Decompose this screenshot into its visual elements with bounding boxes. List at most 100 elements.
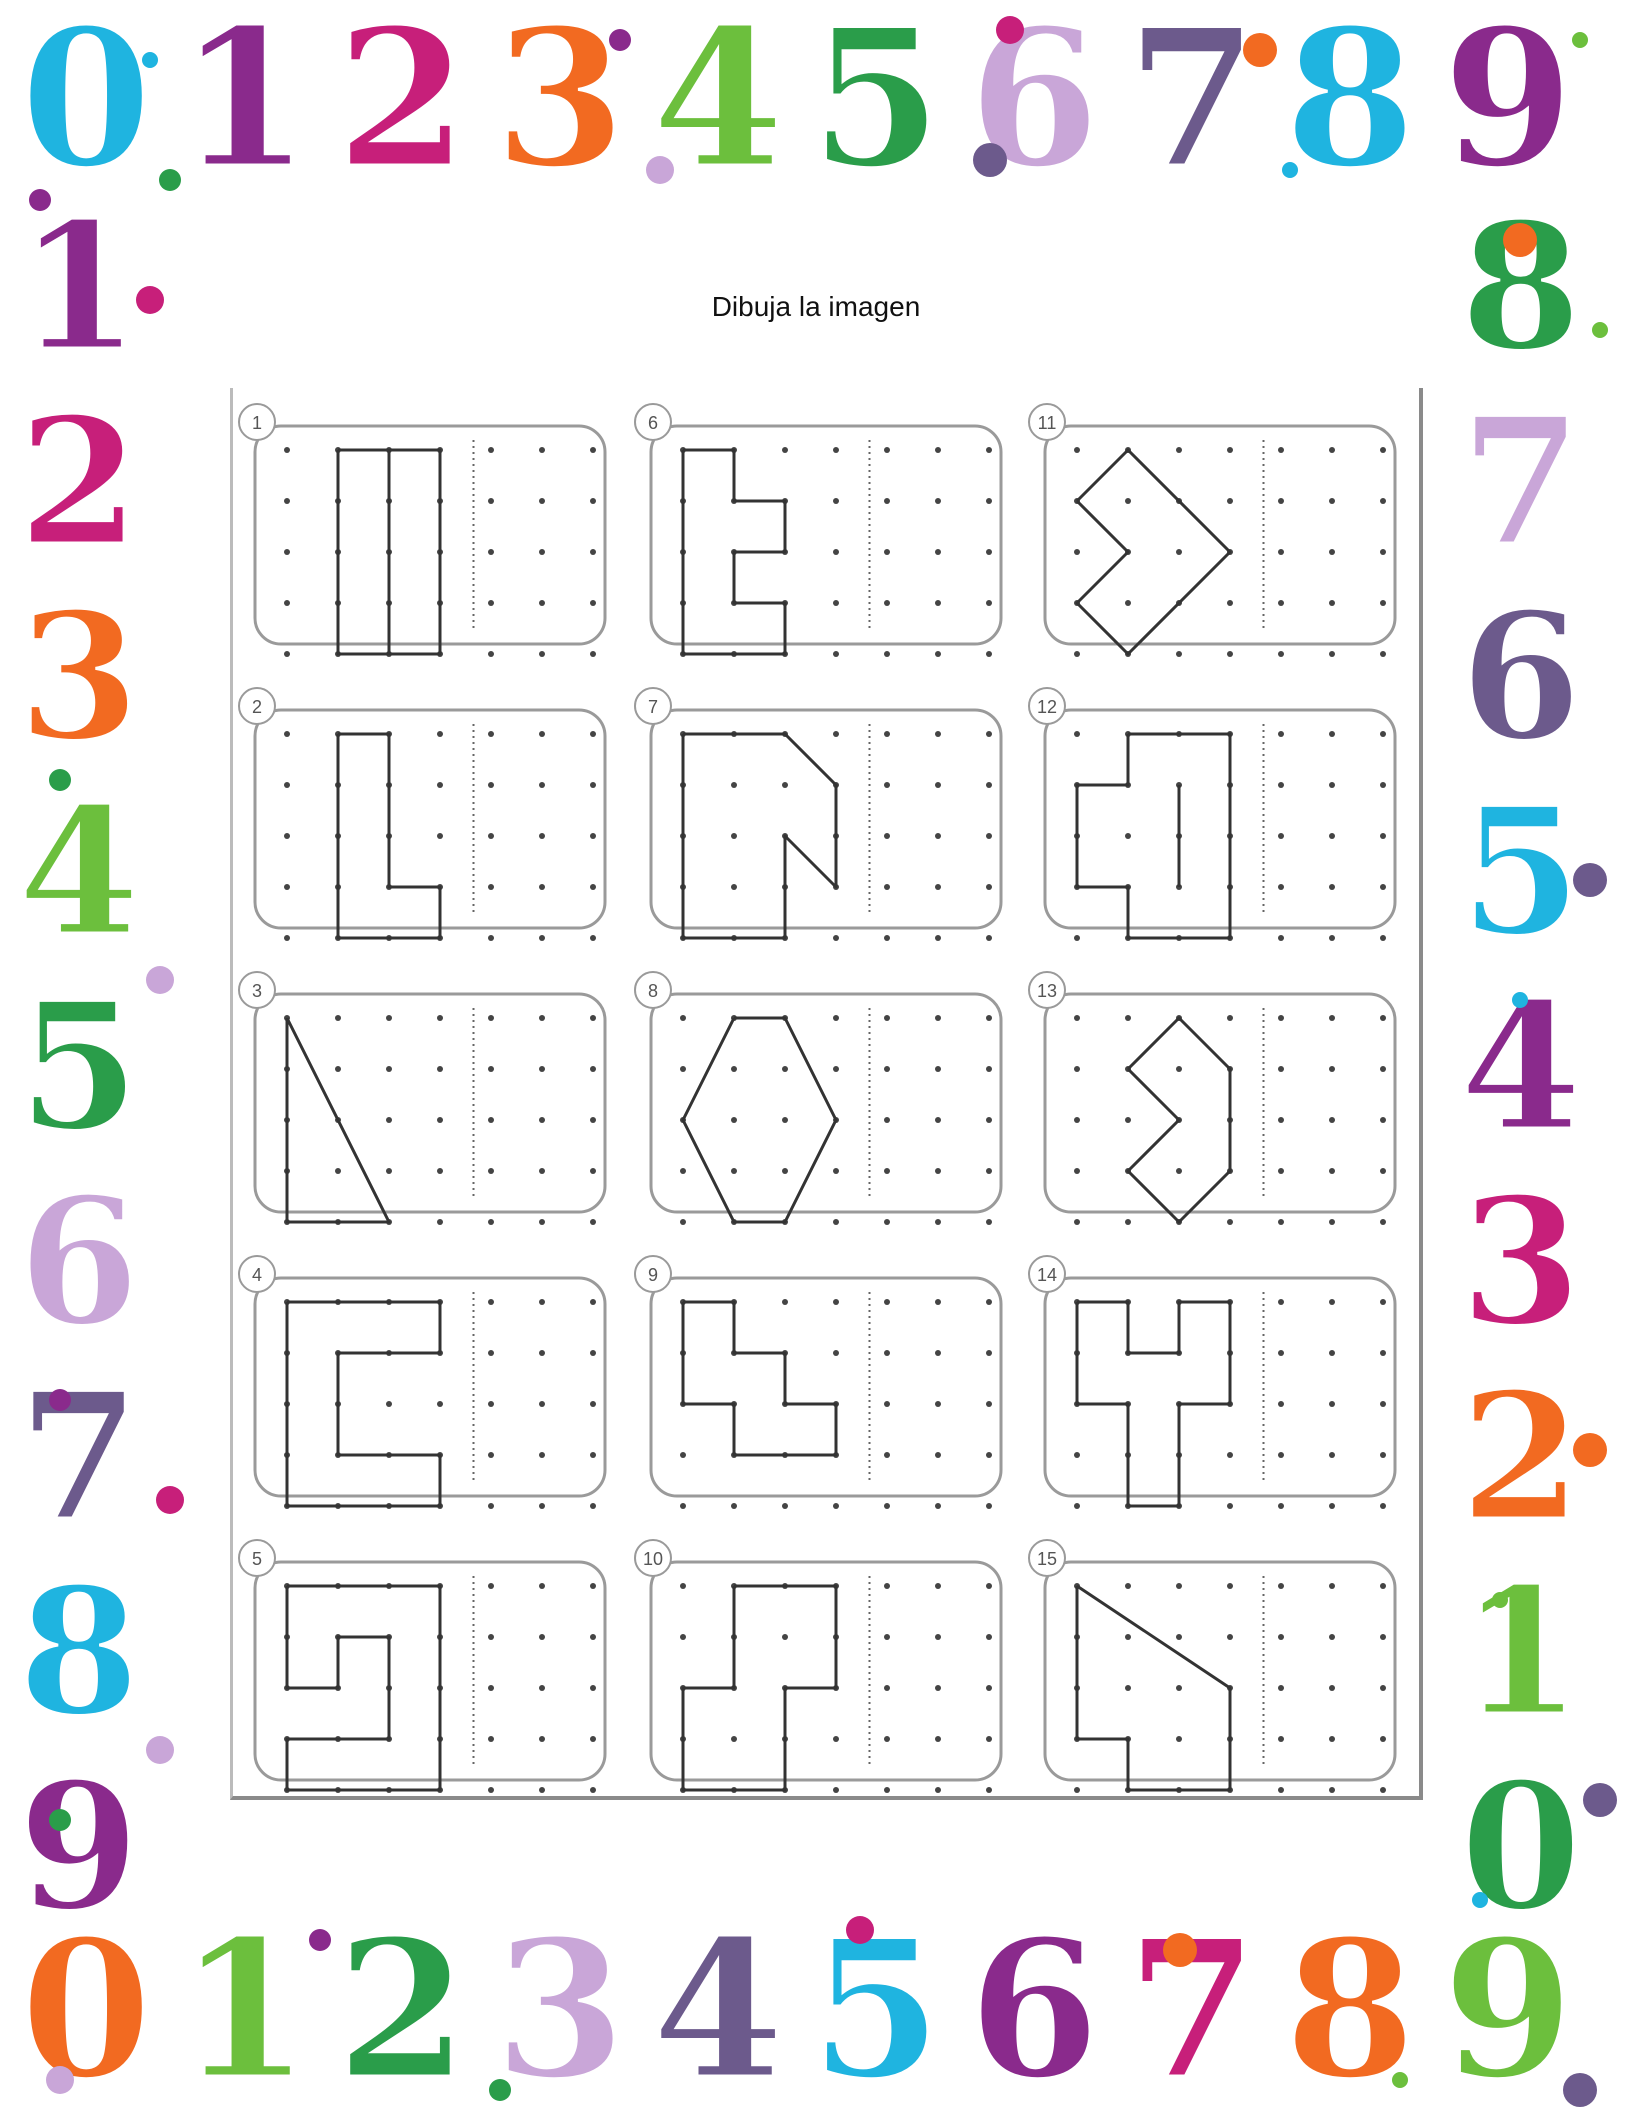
grid-dot — [1227, 1015, 1233, 1021]
grid-dot — [1227, 498, 1233, 504]
grid-dot — [1329, 1299, 1335, 1305]
grid-dot — [1074, 731, 1080, 737]
grid-dot — [986, 1015, 992, 1021]
border-digit-right-2: 2 — [1460, 1370, 1582, 1545]
grid-dot — [1125, 1685, 1131, 1691]
grid-dot — [488, 1219, 494, 1225]
grid-dot — [884, 1168, 890, 1174]
grid-dot — [539, 1503, 545, 1509]
grid-dot — [539, 1066, 545, 1072]
grid-dot — [539, 1350, 545, 1356]
grid-dot — [1074, 1168, 1080, 1174]
grid-dot — [935, 1685, 941, 1691]
grid-dot — [488, 782, 494, 788]
grid-dot — [1074, 1452, 1080, 1458]
grid-dot — [1125, 833, 1131, 839]
grid-dot — [284, 600, 290, 606]
grid-dot — [935, 1117, 941, 1123]
grid-dot — [884, 651, 890, 657]
grid-dot — [1380, 1634, 1386, 1640]
grid-dot — [539, 833, 545, 839]
grid-dot — [590, 1299, 596, 1305]
grid-dot — [731, 1066, 737, 1072]
grid-dot — [1329, 498, 1335, 504]
grid-dot — [386, 1401, 392, 1407]
grid-dot — [1125, 600, 1131, 606]
page-title: Dibuja la imagen — [0, 291, 1632, 323]
grid-dot — [1329, 1168, 1335, 1174]
grid-dot — [986, 498, 992, 504]
grid-dot — [884, 782, 890, 788]
grid-dot — [680, 1452, 686, 1458]
grid-dot — [833, 935, 839, 941]
grid-dot — [590, 1787, 596, 1793]
grid-dot — [884, 1634, 890, 1640]
grid-dot — [1227, 651, 1233, 657]
grid-dot — [1380, 600, 1386, 606]
grid-dot — [488, 1350, 494, 1356]
grid-dot — [935, 782, 941, 788]
grid-dot — [1176, 1685, 1182, 1691]
border-digit-right-1: 1 — [1460, 1565, 1582, 1740]
grid-dot — [488, 1583, 494, 1589]
exercise-card-15 — [1045, 1562, 1395, 1780]
grid-dot — [680, 1015, 686, 1021]
decorative-dot — [646, 156, 674, 184]
grid-dot — [539, 1219, 545, 1225]
border-digit-bottom-5: 5 — [810, 1915, 942, 2105]
grid-dot — [1176, 1634, 1182, 1640]
grid-dot — [935, 1787, 941, 1793]
grid-dot — [1227, 1452, 1233, 1458]
grid-dot — [488, 1299, 494, 1305]
grid-dot — [1329, 1401, 1335, 1407]
grid-dot — [590, 833, 596, 839]
grid-dot — [590, 651, 596, 657]
grid-dot — [1227, 1503, 1233, 1509]
grid-dot — [1278, 498, 1284, 504]
exercise-card-2 — [255, 710, 605, 928]
border-digit-left-6: 6 — [18, 1175, 140, 1350]
grid-dot — [1227, 1634, 1233, 1640]
decorative-dot — [309, 1929, 331, 1951]
grid-dot — [284, 833, 290, 839]
grid-dot — [539, 1685, 545, 1691]
grid-dot — [1380, 498, 1386, 504]
grid-dot — [731, 782, 737, 788]
border-digit-left-2: 2 — [18, 395, 140, 570]
grid-dot — [833, 651, 839, 657]
border-digit-top-7: 7 — [1126, 4, 1258, 194]
grid-dot — [488, 1401, 494, 1407]
decorative-dot — [49, 1809, 71, 1831]
decorative-dot — [29, 189, 51, 211]
grid-dot — [539, 498, 545, 504]
grid-dot — [884, 447, 890, 453]
grid-dot — [884, 1350, 890, 1356]
grid-dot — [884, 549, 890, 555]
grid-dot — [590, 498, 596, 504]
grid-dot — [1380, 1503, 1386, 1509]
grid-dot — [782, 1634, 788, 1640]
border-digit-bottom-1: 1 — [178, 1915, 310, 2105]
decorative-dot — [46, 2066, 74, 2094]
grid-dot — [1176, 1066, 1182, 1072]
grid-dot — [935, 447, 941, 453]
grid-dot — [488, 731, 494, 737]
grid-dot — [539, 549, 545, 555]
grid-dot — [1125, 1634, 1131, 1640]
border-digit-left-3: 3 — [18, 590, 140, 765]
grid-dot — [935, 600, 941, 606]
grid-dot — [935, 884, 941, 890]
grid-dot — [986, 1787, 992, 1793]
grid-dot — [986, 731, 992, 737]
grid-dot — [833, 1736, 839, 1742]
grid-dot — [1074, 1503, 1080, 1509]
grid-dot — [1380, 833, 1386, 839]
border-digit-left-5: 5 — [18, 980, 140, 1155]
grid-dot — [1074, 935, 1080, 941]
grid-dot — [1329, 1219, 1335, 1225]
border-digit-top-3: 3 — [494, 4, 626, 194]
grid-dot — [284, 498, 290, 504]
grid-dot — [782, 1066, 788, 1072]
grid-dot — [1125, 498, 1131, 504]
grid-dot — [680, 1066, 686, 1072]
